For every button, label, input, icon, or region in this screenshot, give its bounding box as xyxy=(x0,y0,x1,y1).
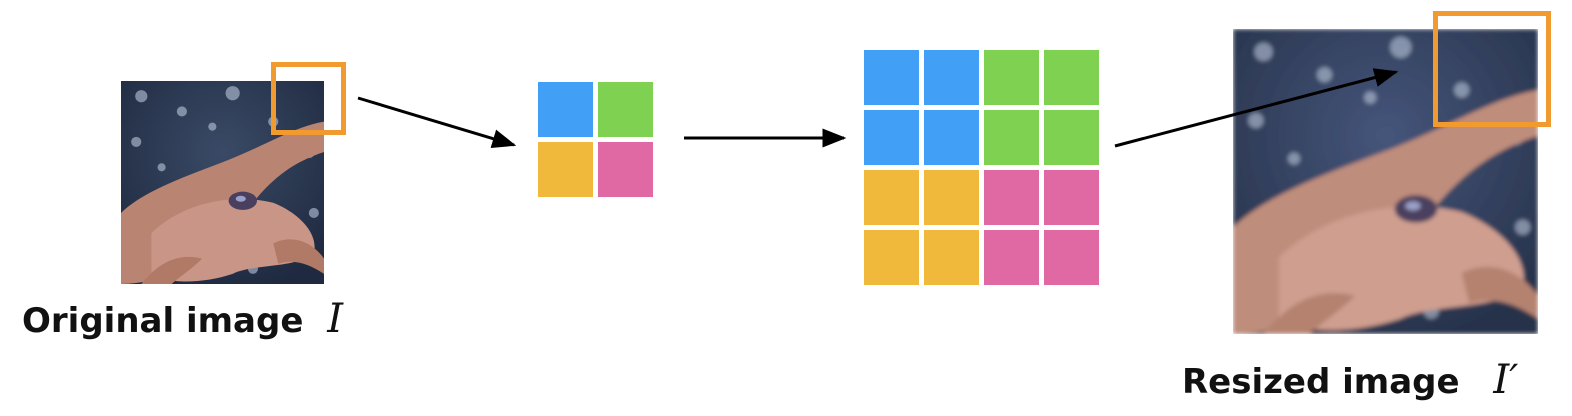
resized-image xyxy=(1233,29,1538,334)
arrow-original-to-small-grid xyxy=(357,96,517,148)
grid-cell-blue xyxy=(864,110,919,165)
original-image xyxy=(121,81,324,284)
resized-image-label: Resized image I′ xyxy=(1182,357,1518,403)
grid-cell-yellow xyxy=(924,170,979,225)
grid-cell-yellow xyxy=(864,170,919,225)
resized-symbol: I′ xyxy=(1493,357,1519,403)
grid-cell-pink xyxy=(1044,230,1099,285)
grid-cell-blue xyxy=(864,50,919,105)
original-highlight-box xyxy=(271,62,346,135)
original-symbol: I xyxy=(327,296,344,342)
grid-cell-yellow xyxy=(924,230,979,285)
grid-cell-green xyxy=(1044,110,1099,165)
grid-cell-pink xyxy=(984,170,1039,225)
grid-cell-blue xyxy=(924,50,979,105)
grid-cell-green xyxy=(984,50,1039,105)
grid-cell-green xyxy=(598,82,653,137)
resized-label-text: Resized image xyxy=(1182,362,1460,402)
grid-cell-green xyxy=(984,110,1039,165)
grid-cell-pink xyxy=(984,230,1039,285)
grid-cell-green xyxy=(1044,50,1099,105)
grid-cell-blue xyxy=(924,110,979,165)
grid-cell-pink xyxy=(1044,170,1099,225)
original-image-label: Original image I xyxy=(22,296,343,342)
resized-highlight-box xyxy=(1433,11,1551,127)
grid-cell-yellow xyxy=(864,230,919,285)
grid-cell-pink xyxy=(598,142,653,197)
original-label-text: Original image xyxy=(22,301,304,341)
grid-cell-blue xyxy=(538,82,593,137)
arrow-large-grid-to-resized xyxy=(1114,68,1399,148)
grid-cell-yellow xyxy=(538,142,593,197)
